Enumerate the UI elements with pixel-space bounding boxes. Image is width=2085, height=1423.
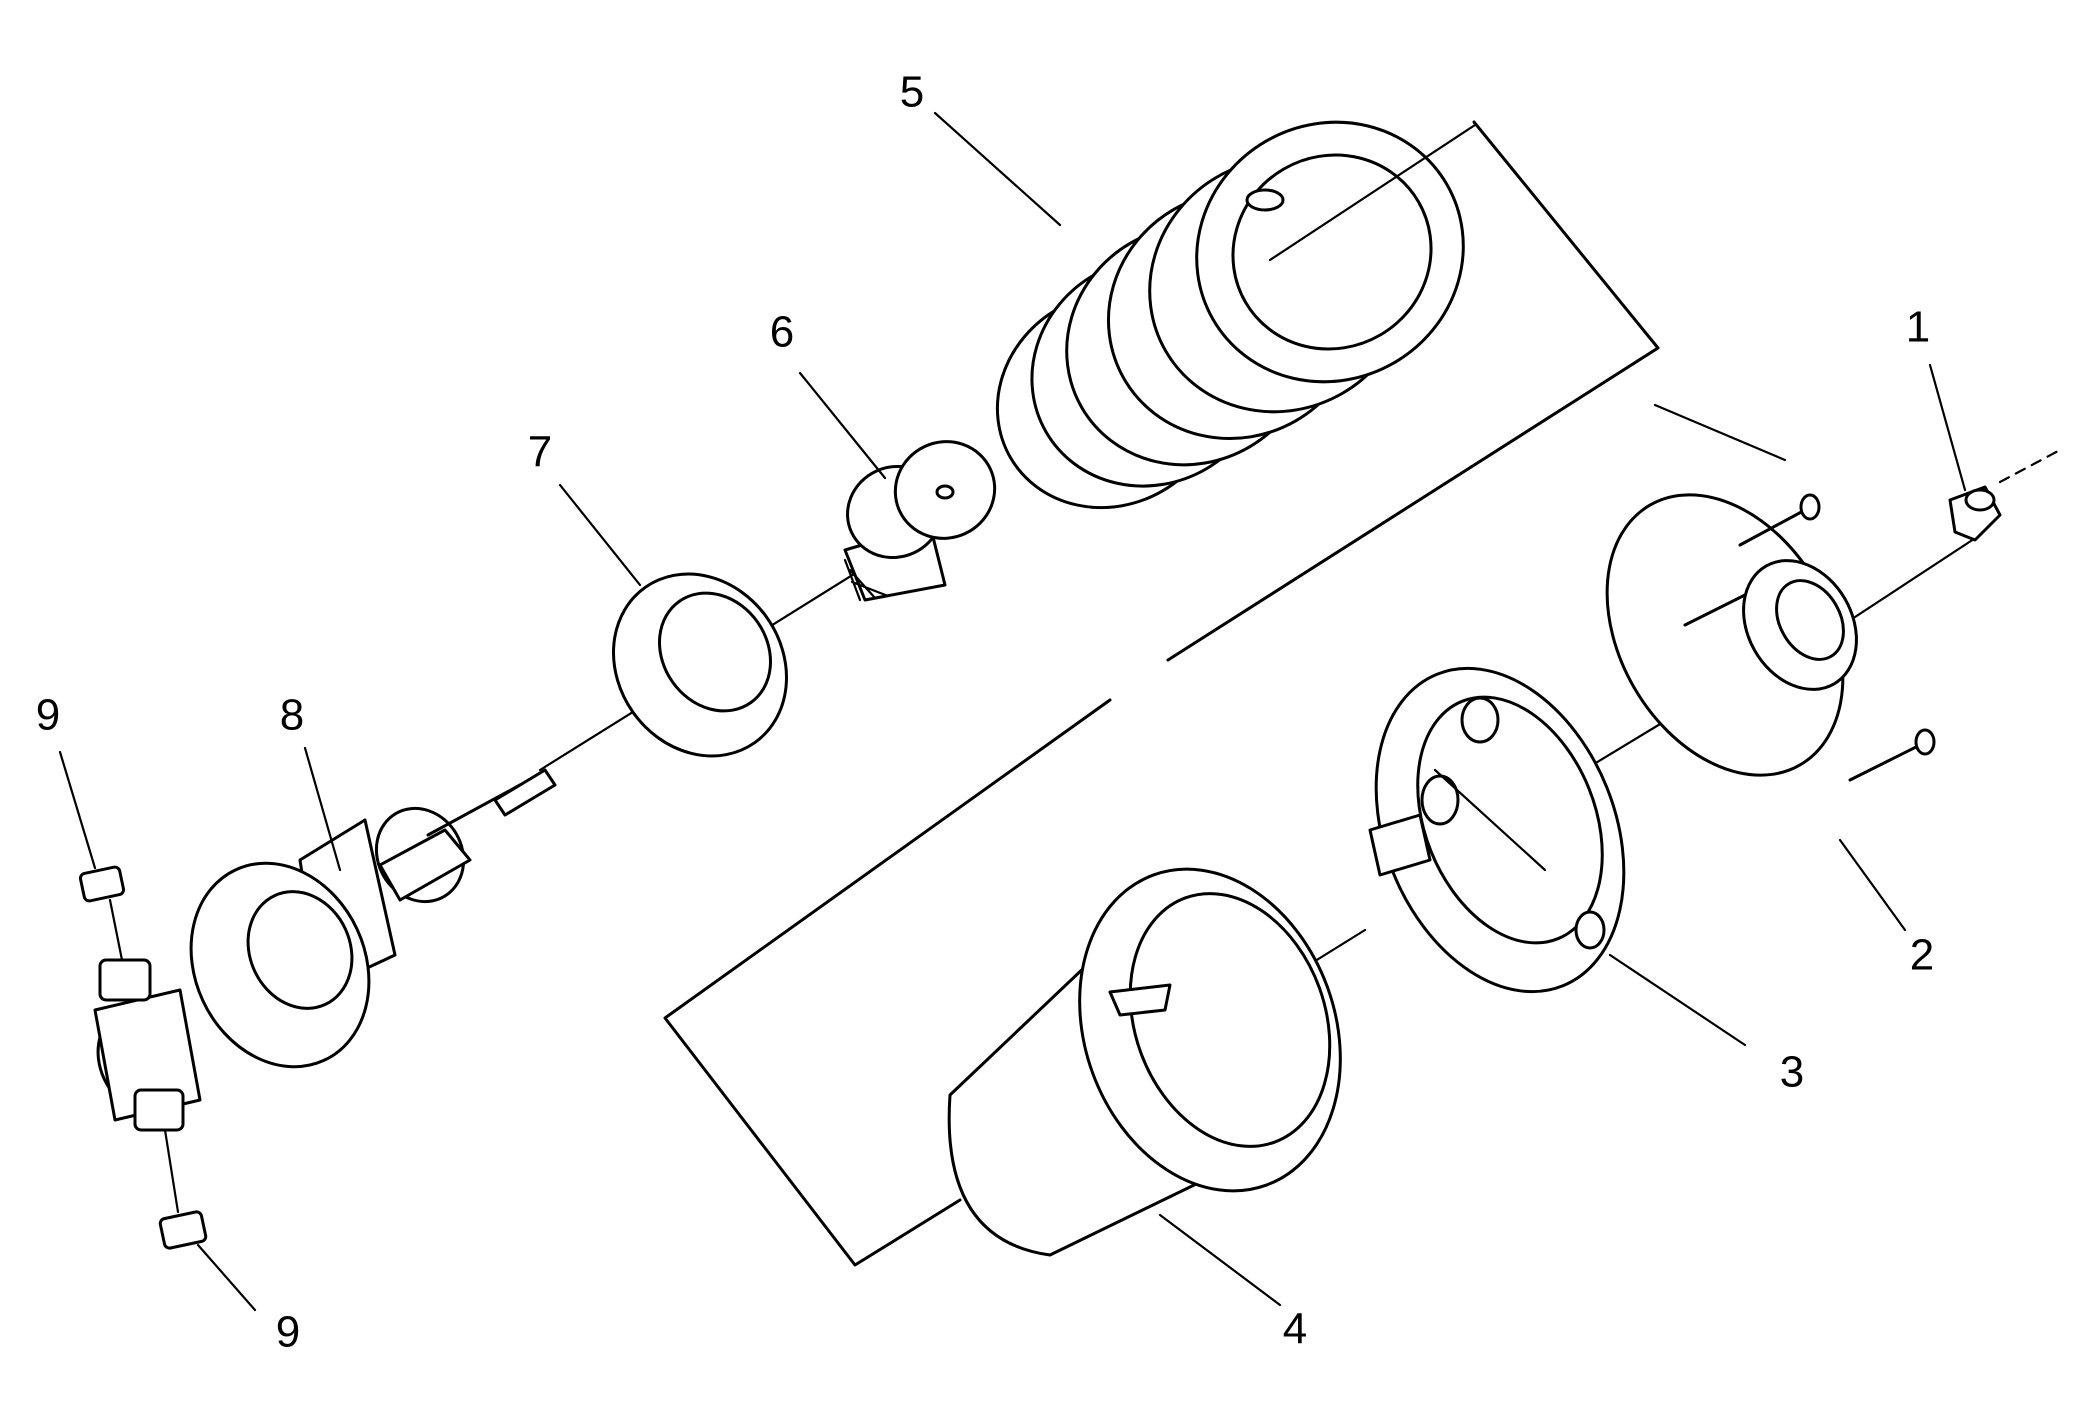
jounce-bumper bbox=[843, 440, 997, 602]
callout-1: 1 bbox=[1906, 303, 1930, 352]
bushing-clip-top bbox=[78, 865, 126, 903]
leader-9-bottom bbox=[196, 1243, 257, 1312]
assembly-frame-lower bbox=[663, 698, 1112, 1267]
leader-6 bbox=[798, 371, 887, 480]
spring-axis bbox=[1268, 123, 1477, 262]
clip-axis-bottom bbox=[163, 1128, 180, 1214]
leader-9-top bbox=[58, 750, 97, 870]
spring-insulator-ring bbox=[612, 572, 788, 758]
upper-mount bbox=[1605, 493, 1936, 782]
leader-8 bbox=[303, 746, 342, 872]
assembly-axis-segment bbox=[1653, 403, 1787, 462]
leader-5 bbox=[933, 111, 1062, 227]
assembly-frame bbox=[1166, 120, 1660, 662]
clip-axis-top bbox=[108, 898, 124, 962]
leader-2 bbox=[1838, 838, 1907, 932]
shock-absorber bbox=[93, 768, 557, 1132]
assembly-axis-end bbox=[1998, 448, 2062, 484]
upper-spring-seat bbox=[1368, 666, 1626, 994]
coil-spring bbox=[995, 120, 1465, 510]
leader-7 bbox=[558, 483, 642, 587]
callout-6: 6 bbox=[770, 308, 794, 357]
callout-2: 2 bbox=[1910, 931, 1934, 980]
callout-7: 7 bbox=[528, 428, 552, 477]
leader-1 bbox=[1928, 363, 1967, 492]
callout-9-top: 9 bbox=[36, 691, 60, 740]
callout-5: 5 bbox=[900, 68, 924, 117]
callout-8: 8 bbox=[280, 691, 304, 740]
lower-insulator-cone bbox=[947, 867, 1342, 1257]
bushing-clip-bottom bbox=[158, 1210, 208, 1250]
callout-4: 4 bbox=[1283, 1305, 1307, 1354]
callout-9-bottom: 9 bbox=[276, 1308, 300, 1357]
mount-nut bbox=[1948, 485, 2002, 542]
leader-3 bbox=[1608, 953, 1747, 1047]
callout-3: 3 bbox=[1780, 1048, 1804, 1097]
leader-4 bbox=[1158, 1213, 1282, 1307]
